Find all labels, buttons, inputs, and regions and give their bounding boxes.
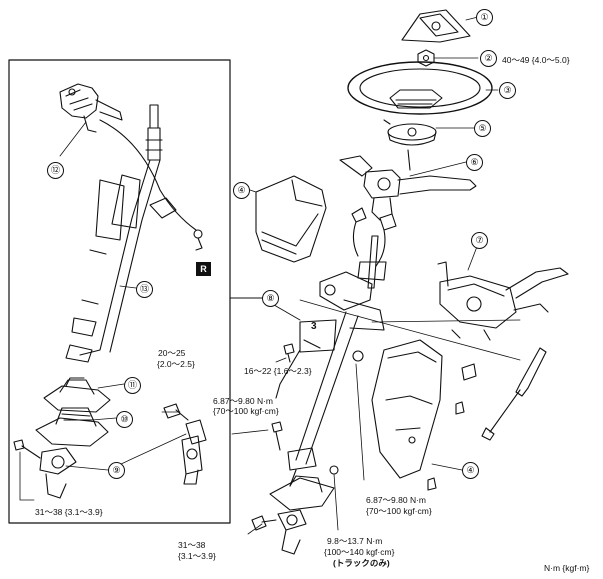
inset-harness: [99, 119, 203, 251]
torque-left-spec-line2: {70～100 kgf·cm}: [213, 406, 279, 416]
main-column-shaft: [269, 235, 387, 555]
callout-11: ⑪: [124, 377, 141, 394]
steering-wheel: [347, 61, 493, 115]
torque-left-spec-line1: 6.87～9.80 N·m: [213, 396, 273, 406]
inset-frame: [8, 59, 231, 524]
torque-nut-spec: 40～49 {4.0～5.0}: [502, 55, 570, 65]
callout-10: ⑩: [116, 411, 133, 428]
part-11-cover: [43, 377, 111, 413]
callout-2: ②: [480, 50, 497, 67]
callout-6: ⑥: [466, 154, 483, 171]
inset-column-tube: [65, 104, 163, 363]
callout-3: ③: [499, 82, 516, 99]
leader-lines: [19, 16, 521, 535]
torque-top-spec-line1: 20～25: [158, 348, 186, 358]
ignition-switch-part: [59, 83, 123, 133]
harness-leads: [352, 221, 386, 267]
clock-spring: [383, 119, 437, 146]
column-cover-upper-4: [255, 175, 327, 263]
torque-right-spec-line2: {70～100 kgf·cm}: [366, 506, 432, 516]
callout-13: ⑬: [136, 281, 153, 298]
part-9-universal-joint: [163, 403, 207, 485]
torque-truck-spec-line3: (トラックのみ): [333, 558, 390, 568]
torque-truck-spec-line2: {100～140 kgf·cm}: [324, 547, 395, 557]
callout-9: ⑨: [108, 462, 125, 479]
torque-right-spec-line1: 6.87～9.80 N·m: [366, 495, 426, 505]
torque-truck-spec-line1: 9.8～13.7 N·m: [327, 536, 383, 546]
column-bolts: [251, 343, 339, 531]
torque-bottom-spec-line2: {3.1～3.9}: [178, 551, 216, 561]
torque-top-spec-line2: {2.0～2.5}: [157, 359, 195, 369]
callout-5: ⑤: [474, 120, 491, 137]
bracket-mark: 3: [311, 321, 317, 332]
inset-marker: R: [196, 262, 211, 276]
steering-nut: [417, 49, 435, 67]
units-note: N·m {kgf·m}: [544, 563, 590, 573]
combination-switch-7: [437, 261, 569, 341]
torque-box-spec: 31～38 {3.1～3.9}: [35, 507, 103, 517]
callout-4-upper: ④: [233, 182, 250, 199]
callout-8: ⑧: [262, 290, 279, 307]
horn-pad: [401, 9, 471, 43]
torque-bottom-spec-line1: 31～38: [178, 540, 206, 550]
callout-4-lower: ④: [462, 462, 479, 479]
torque-mid-spec: 16～22 {1.6～2.3}: [244, 366, 312, 376]
part-9-joint-lower: [13, 439, 77, 499]
part-10-boot: [35, 407, 109, 447]
combination-switch-6: [339, 149, 477, 231]
damper-rod: [481, 347, 547, 441]
callout-1: ①: [476, 9, 493, 26]
column-cover-lower-4: [371, 339, 477, 491]
callout-7: ⑦: [471, 232, 488, 249]
callout-12: ⑫: [47, 162, 64, 179]
